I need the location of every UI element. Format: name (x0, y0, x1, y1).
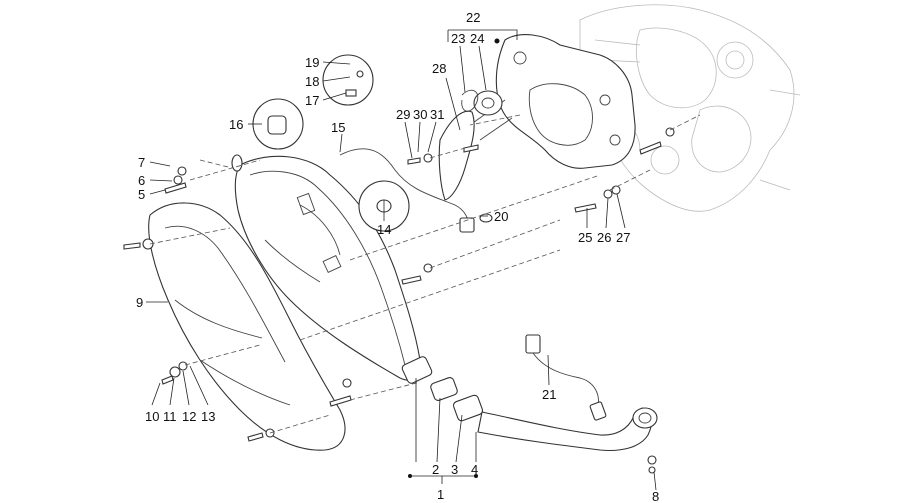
callout-21: 21 (542, 387, 556, 402)
callout-4: 4 (471, 462, 478, 477)
callout-16: 16 (229, 117, 243, 132)
callout-15: 15 (331, 120, 345, 135)
callout-2: 2 (432, 462, 439, 477)
callout-1: 1 (437, 487, 444, 502)
heat-shield-illustration (438, 110, 475, 201)
callout-28: 28 (432, 61, 446, 76)
callout-13: 13 (201, 409, 215, 424)
bearing-illustration (461, 89, 503, 116)
callout-11: 11 (163, 409, 177, 424)
callout-10: 10 (145, 409, 159, 424)
callout-29: 29 (396, 107, 410, 122)
heat-guard-illustration (148, 202, 346, 451)
sensor-connector-illustration (459, 217, 475, 233)
callout-9: 9 (136, 295, 143, 310)
assembly-lines (149, 114, 701, 434)
muffler-illustration (231, 154, 422, 381)
callout-6: 6 (138, 173, 145, 188)
callout-20: 20 (494, 209, 508, 224)
exhaust-pipe-illustration (401, 356, 658, 452)
group-marker-dot (474, 474, 478, 478)
callout-18: 18 (305, 74, 319, 89)
group-marker-dot (408, 474, 412, 478)
callout-24: 24 (470, 31, 484, 46)
callout-26: 26 (597, 230, 611, 245)
small-clip-illustration (345, 89, 357, 97)
callout-25: 25 (578, 230, 592, 245)
callout-23: 23 (451, 31, 465, 46)
inset-17-19-circle (322, 54, 374, 106)
callout-5: 5 (138, 187, 145, 202)
callout-8: 8 (652, 489, 659, 503)
callout-3: 3 (451, 462, 458, 477)
callout-19: 19 (305, 55, 319, 70)
callout-27: 27 (616, 230, 630, 245)
callout-22: 22 (466, 10, 480, 25)
leader-lines (146, 29, 657, 491)
callout-31: 31 (430, 107, 444, 122)
lambda-sensor-illustration (525, 334, 607, 421)
rubber-bushing-illustration (267, 115, 287, 135)
callout-17: 17 (305, 93, 319, 108)
group-marker-dot (494, 38, 500, 44)
callout-30: 30 (413, 107, 427, 122)
callout-14: 14 (377, 222, 391, 237)
callout-7: 7 (138, 155, 145, 170)
cable-illustration (339, 148, 469, 229)
small-nut-illustration (356, 70, 364, 78)
fasteners-illustration (123, 127, 675, 474)
callout-12: 12 (182, 409, 196, 424)
